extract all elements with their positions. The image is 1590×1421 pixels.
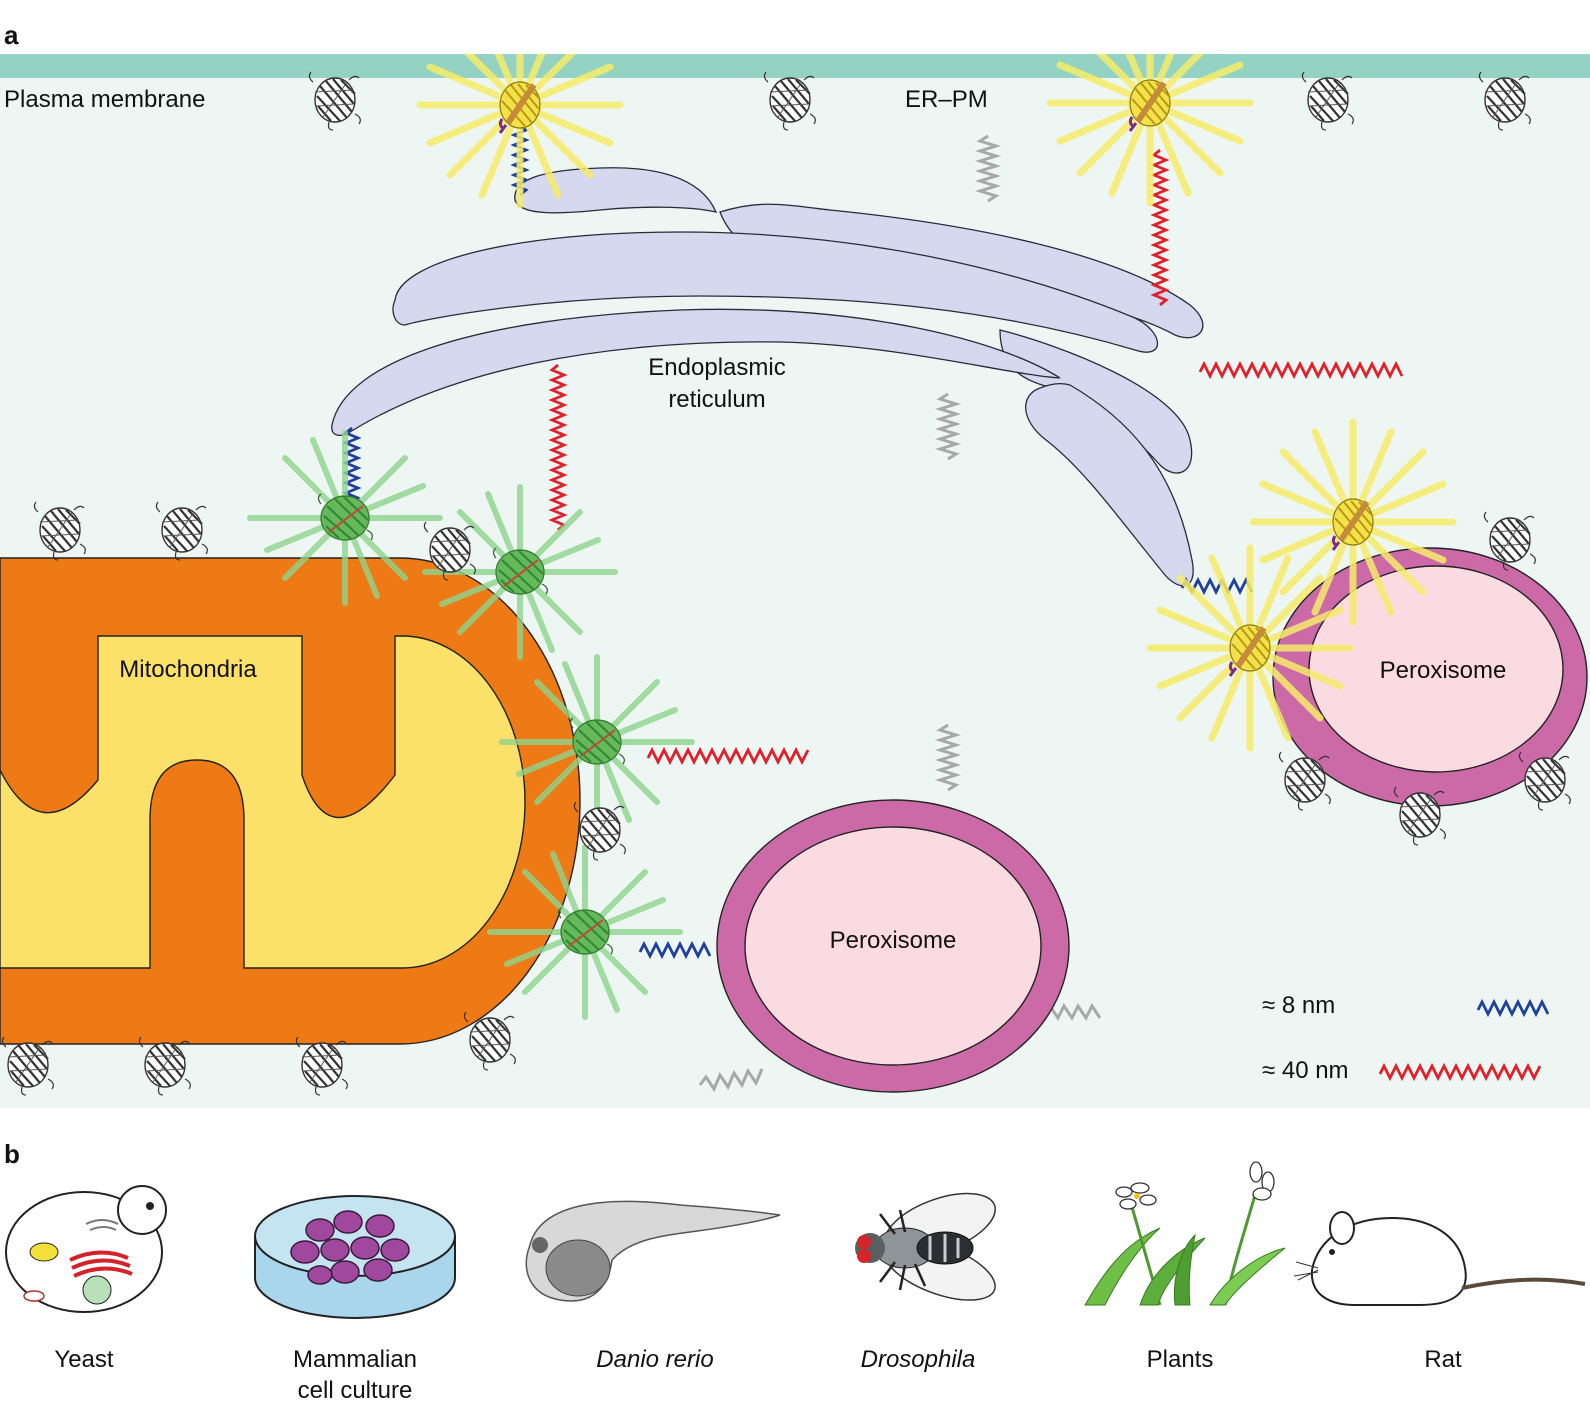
legend-40nm-label: ≈ 40 nm bbox=[1262, 1057, 1349, 1084]
gray-tethers bbox=[698, 134, 1102, 1093]
peroxisome-bottom bbox=[716, 799, 1070, 1093]
green-glows bbox=[247, 430, 695, 1020]
peroxisome-right-label: Peroxisome bbox=[1380, 657, 1507, 684]
er-label-line2: reticulum bbox=[668, 386, 765, 413]
mitochondria bbox=[0, 557, 581, 1045]
yellow-glows bbox=[416, 54, 1457, 752]
panel-a-letter: a bbox=[4, 20, 19, 50]
endoplasmic-reticulum bbox=[331, 167, 1204, 587]
er-label-line1: Endoplasmic bbox=[648, 354, 785, 381]
rat-label: Rat bbox=[1424, 1346, 1462, 1373]
fly-icon bbox=[855, 1192, 996, 1301]
er-pm-label: ER–PM bbox=[905, 86, 988, 113]
zebrafish-embryo-icon bbox=[525, 1200, 781, 1302]
drosophila-label: Drosophila bbox=[861, 1346, 976, 1373]
cell-scene bbox=[0, 54, 1590, 1108]
yeast-label: Yeast bbox=[54, 1346, 114, 1373]
danio-rerio-label: Danio rerio bbox=[596, 1346, 713, 1373]
cell-culture-label: cell culture bbox=[298, 1377, 413, 1404]
peroxisome-bottom-label: Peroxisome bbox=[830, 927, 957, 954]
plants-label: Plants bbox=[1147, 1346, 1214, 1373]
petri-dish-icon bbox=[254, 1195, 456, 1319]
mammalian-label: Mammalian bbox=[293, 1346, 417, 1373]
plasma-membrane bbox=[0, 54, 1590, 78]
legend-8nm-label: ≈ 8 nm bbox=[1262, 992, 1335, 1019]
yeast-icon bbox=[5, 1185, 167, 1313]
rat-icon bbox=[1293, 1211, 1586, 1306]
panel-b-letter: b bbox=[4, 1139, 20, 1169]
plasma-membrane-label: Plasma membrane bbox=[4, 86, 205, 113]
plant-icon bbox=[1084, 1161, 1286, 1306]
legend-swatches bbox=[1378, 998, 1550, 1082]
mitochondria-label: Mitochondria bbox=[119, 656, 257, 683]
